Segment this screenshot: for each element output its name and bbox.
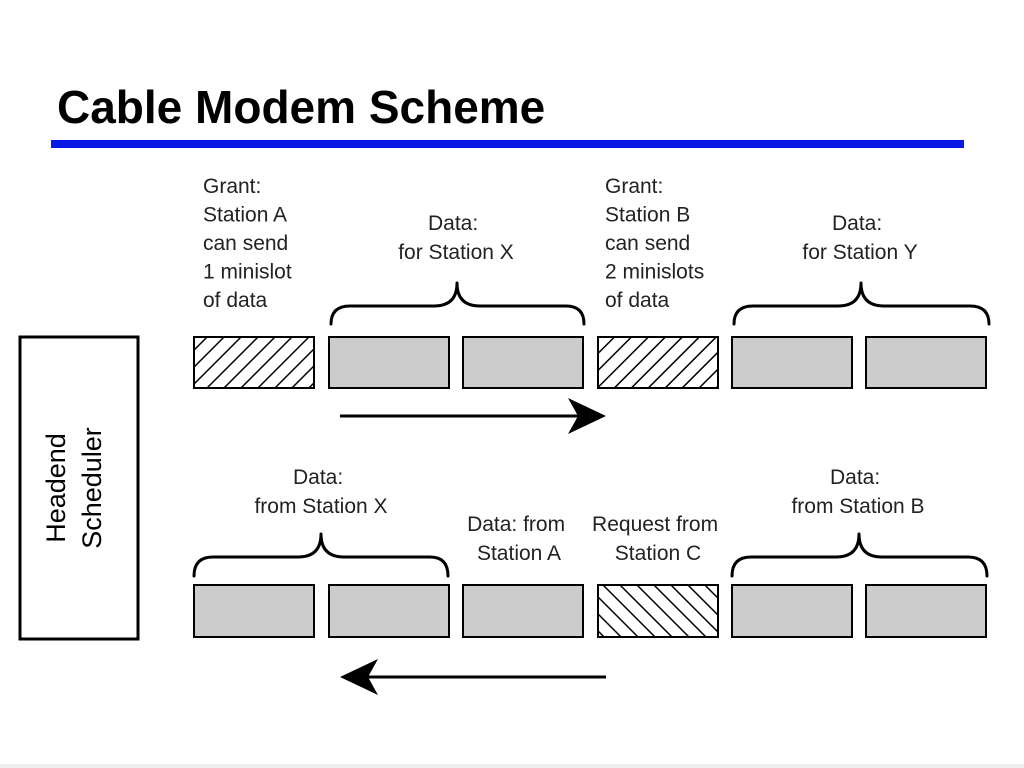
request-slot — [597, 584, 719, 638]
headend-scheduler: Headend Scheduler — [18, 335, 140, 641]
request-c-line: Station C — [615, 542, 701, 565]
from-x-line: Data: — [293, 466, 343, 489]
from-a-label: Data: from Station A — [467, 513, 571, 565]
grant-a-line: can send — [203, 232, 288, 255]
data-slot — [462, 336, 584, 389]
downstream-labels: Grant: Station A can send 1 minislot of … — [203, 175, 918, 312]
grant-b-label: Grant: Station B can send 2 minislots of… — [605, 175, 710, 312]
grant-a-line: Grant: — [203, 175, 261, 198]
downstream-arrow — [340, 398, 606, 434]
grant-b-line: 2 minislots — [605, 261, 704, 284]
from-b-label: Data: from Station B — [791, 466, 924, 518]
data-y-line: Data: — [832, 212, 882, 235]
data-x-line: Data: — [428, 212, 478, 235]
grant-a-line: of data — [203, 289, 268, 312]
brace-from-b — [730, 532, 989, 578]
grant-b-line: of data — [605, 289, 670, 312]
brace-from-x — [192, 532, 450, 578]
data-x-line: for Station X — [398, 241, 514, 264]
grant-b-line: can send — [605, 232, 690, 255]
from-b-line: from Station B — [791, 495, 924, 518]
brace-data-x — [329, 281, 586, 326]
request-c-label: Request from Station C — [592, 513, 724, 565]
data-slot — [328, 336, 450, 389]
data-slot — [865, 336, 987, 389]
data-y-label: Data: for Station Y — [802, 212, 917, 264]
request-c-line: Request from — [592, 513, 718, 536]
grant-a-line: Station A — [203, 204, 287, 227]
from-b-line: Data: — [830, 466, 880, 489]
data-slot — [865, 584, 987, 638]
headend-scheduler-box — [18, 335, 140, 641]
from-a-line: Station A — [477, 542, 561, 565]
from-a-line: Data: from — [467, 513, 565, 536]
grant-slot — [193, 336, 315, 389]
title-underline — [51, 140, 964, 148]
grant-slot — [597, 336, 719, 389]
upstream-arrow — [340, 659, 606, 695]
upstream-labels: Data: from Station X Data: from Station … — [254, 466, 924, 565]
data-y-line: for Station Y — [802, 241, 917, 264]
grant-b-line: Station B — [605, 204, 690, 227]
from-x-line: from Station X — [254, 495, 387, 518]
downstream-slots — [193, 336, 987, 389]
scheduler-label: Scheduler — [77, 427, 107, 549]
data-slot — [731, 584, 853, 638]
brace-data-y — [732, 281, 991, 326]
slide-title: Cable Modem Scheme — [57, 81, 546, 133]
data-slot — [328, 584, 450, 638]
headend-label: Headend — [41, 433, 71, 543]
from-x-label: Data: from Station X — [254, 466, 387, 518]
data-x-label: Data: for Station X — [398, 212, 514, 264]
data-slot — [731, 336, 853, 389]
upstream-slots — [193, 584, 987, 638]
grant-a-line: 1 minislot — [203, 261, 292, 284]
data-slot — [193, 584, 315, 638]
grant-b-line: Grant: — [605, 175, 663, 198]
grant-a-label: Grant: Station A can send 1 minislot of … — [203, 175, 298, 312]
data-slot — [462, 584, 584, 638]
bottom-edge — [0, 764, 1024, 768]
